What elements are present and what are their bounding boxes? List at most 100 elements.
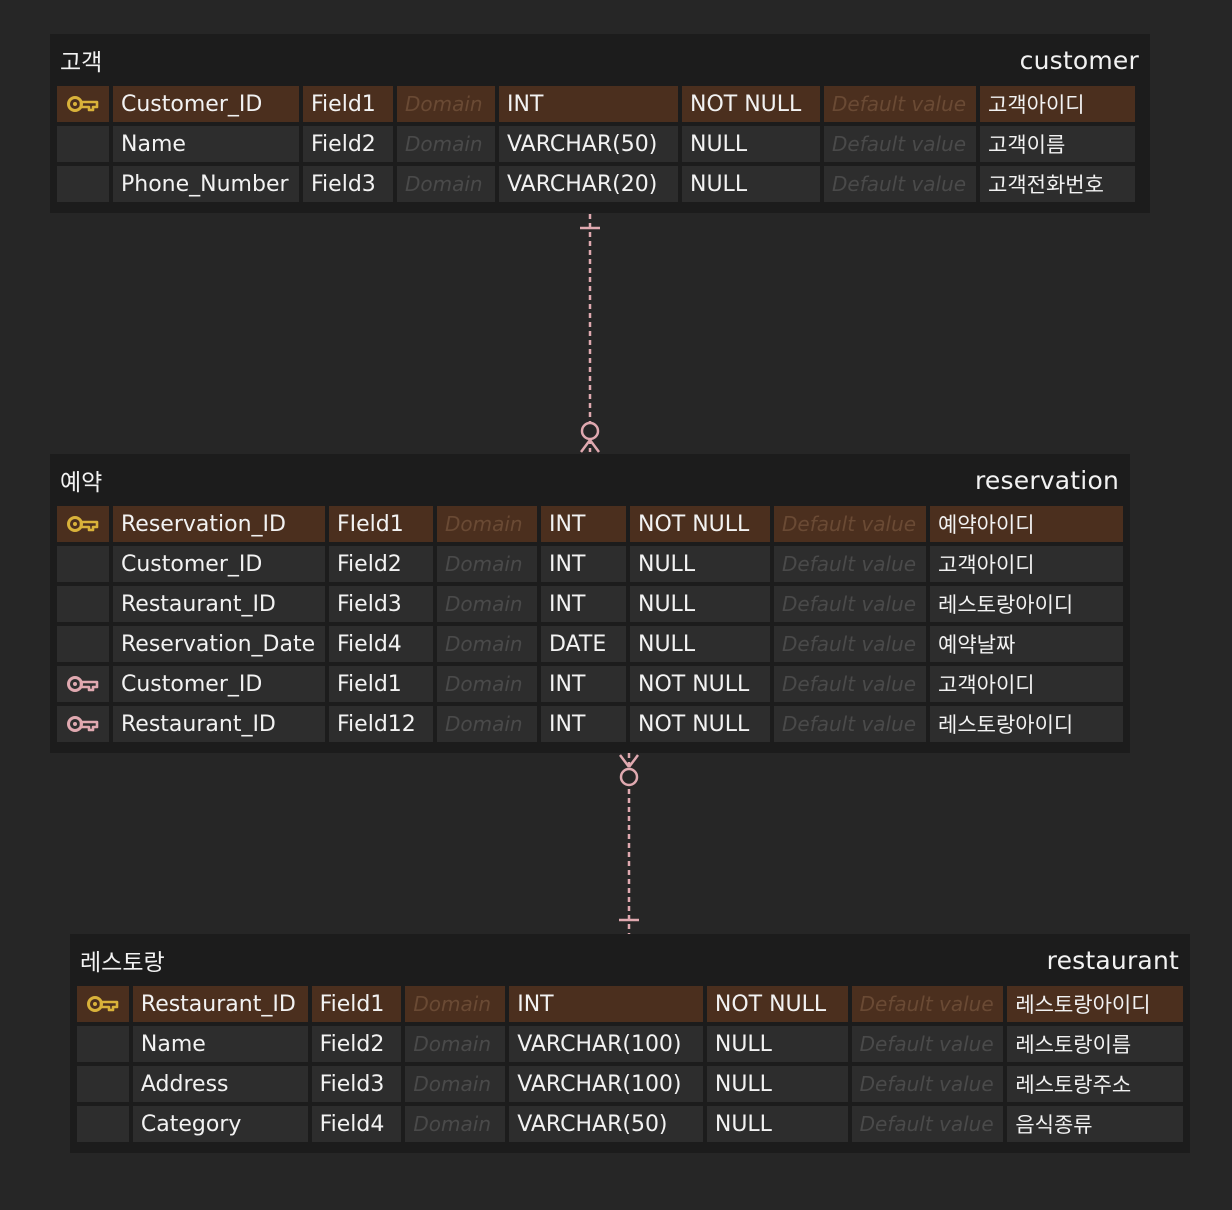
attribute-type[interactable]: VARCHAR(50) [499,126,678,162]
attribute-name[interactable]: Customer_ID [113,86,299,122]
attribute-comment[interactable]: 고객아이디 [930,666,1123,702]
attribute-default[interactable]: Default value [774,626,926,662]
attribute-field[interactable]: Field4 [329,626,433,662]
attribute-nullable[interactable]: NOT NULL [630,706,770,742]
attribute-name[interactable]: Address [132,1066,308,1102]
attribute-type[interactable]: INT [541,706,626,742]
attribute-default[interactable]: Default value [851,1106,1004,1142]
attribute-default[interactable]: Default value [774,546,926,582]
attribute-default[interactable]: Default value [824,166,976,202]
attribute-field[interactable]: Field1 [303,86,393,122]
attribute-comment[interactable]: 음식종류 [1007,1106,1183,1142]
attribute-nullable[interactable]: NULL [682,166,820,202]
attribute-domain[interactable]: Domain [397,166,495,202]
relationship-customer-reservation[interactable] [580,214,600,453]
attribute-domain[interactable]: Domain [437,706,537,742]
attribute-default[interactable]: Default value [774,706,926,742]
attribute-default[interactable]: Default value [774,506,926,542]
attribute-domain[interactable]: Domain [437,506,537,542]
attribute-nullable[interactable]: NOT NULL [630,506,770,542]
attribute-type[interactable]: VARCHAR(100) [509,1026,703,1062]
attribute-type[interactable]: VARCHAR(100) [509,1066,703,1102]
attribute-field[interactable]: Field1 [311,986,402,1022]
attribute-domain[interactable]: Domain [405,1106,506,1142]
attribute-nullable[interactable]: NULL [630,586,770,622]
attribute-nullable[interactable]: NULL [630,546,770,582]
attribute-name[interactable]: Restaurant_ID [132,986,308,1022]
attribute-default[interactable]: Default value [774,586,926,622]
attribute-comment[interactable]: 레스토랑아이디 [930,586,1123,622]
attribute-domain[interactable]: Domain [405,1066,506,1102]
attribute-name[interactable]: Phone_Number [113,166,299,202]
attribute-comment[interactable]: 고객아이디 [930,546,1123,582]
attribute-type[interactable]: INT [509,986,703,1022]
attribute-domain[interactable]: Domain [437,666,537,702]
attribute-field[interactable]: Field3 [303,166,393,202]
attribute-default[interactable]: Default value [851,1026,1004,1062]
attribute-nullable[interactable]: NULL [706,1106,848,1142]
attribute-name[interactable]: Customer_ID [113,546,325,582]
attribute-name[interactable]: Name [113,126,299,162]
attribute-nullable[interactable]: NULL [706,1026,848,1062]
attribute-field[interactable]: Field2 [311,1026,402,1062]
attribute-nullable[interactable]: NOT NULL [630,666,770,702]
attribute-comment[interactable]: 예약날짜 [930,626,1123,662]
attribute-type[interactable]: INT [541,506,626,542]
relationship-restaurant-reservation[interactable] [619,753,639,934]
attribute-default[interactable]: Default value [851,1066,1004,1102]
attribute-nullable[interactable]: NULL [682,126,820,162]
attribute-domain[interactable]: Domain [437,546,537,582]
attribute-type[interactable]: VARCHAR(20) [499,166,678,202]
attribute-default[interactable]: Default value [774,666,926,702]
attribute-comment[interactable]: 레스토랑아이디 [930,706,1123,742]
attribute-domain[interactable]: Domain [397,86,495,122]
attribute-field[interactable]: Field3 [311,1066,402,1102]
attribute-comment[interactable]: 예약아이디 [930,506,1123,542]
attribute-domain[interactable]: Domain [405,1026,506,1062]
attribute-domain[interactable]: Domain [405,986,506,1022]
attribute-field[interactable]: Field3 [329,586,433,622]
attribute-name[interactable]: Restaurant_ID [113,586,325,622]
attribute-comment[interactable]: 레스토랑아이디 [1007,986,1183,1022]
attribute-type[interactable]: VARCHAR(50) [509,1106,703,1142]
attribute-field[interactable]: Field2 [303,126,393,162]
attribute-comment[interactable]: 고객전화번호 [980,166,1135,202]
attribute-nullable[interactable]: NULL [706,1066,848,1102]
attribute-field[interactable]: Field4 [311,1106,402,1142]
attribute-field[interactable]: Field1 [329,666,433,702]
attribute-name[interactable]: Reservation_Date [113,626,325,662]
attribute-type[interactable]: INT [499,86,678,122]
attribute-field[interactable]: Field12 [329,706,433,742]
attribute-type[interactable]: INT [541,546,626,582]
attribute-nullable[interactable]: NULL [630,626,770,662]
attribute-default[interactable]: Default value [824,126,976,162]
attribute-name[interactable]: Name [132,1026,308,1062]
attribute-comment[interactable]: 고객이름 [980,126,1135,162]
attribute-nullable[interactable]: NOT NULL [682,86,820,122]
attribute-domain[interactable]: Domain [397,126,495,162]
attribute-domain[interactable]: Domain [437,626,537,662]
attribute-name[interactable]: Category [132,1106,308,1142]
attribute-field[interactable]: FIeld1 [329,506,433,542]
attribute-field[interactable]: Field2 [329,546,433,582]
attribute-comment[interactable]: 레스토랑이름 [1007,1026,1183,1062]
attribute-comment[interactable]: 고객아이디 [980,86,1135,122]
attribute-type[interactable]: DATE [541,626,626,662]
attribute-name[interactable]: Reservation_ID [113,506,325,542]
attribute-nullable[interactable]: NOT NULL [706,986,848,1022]
